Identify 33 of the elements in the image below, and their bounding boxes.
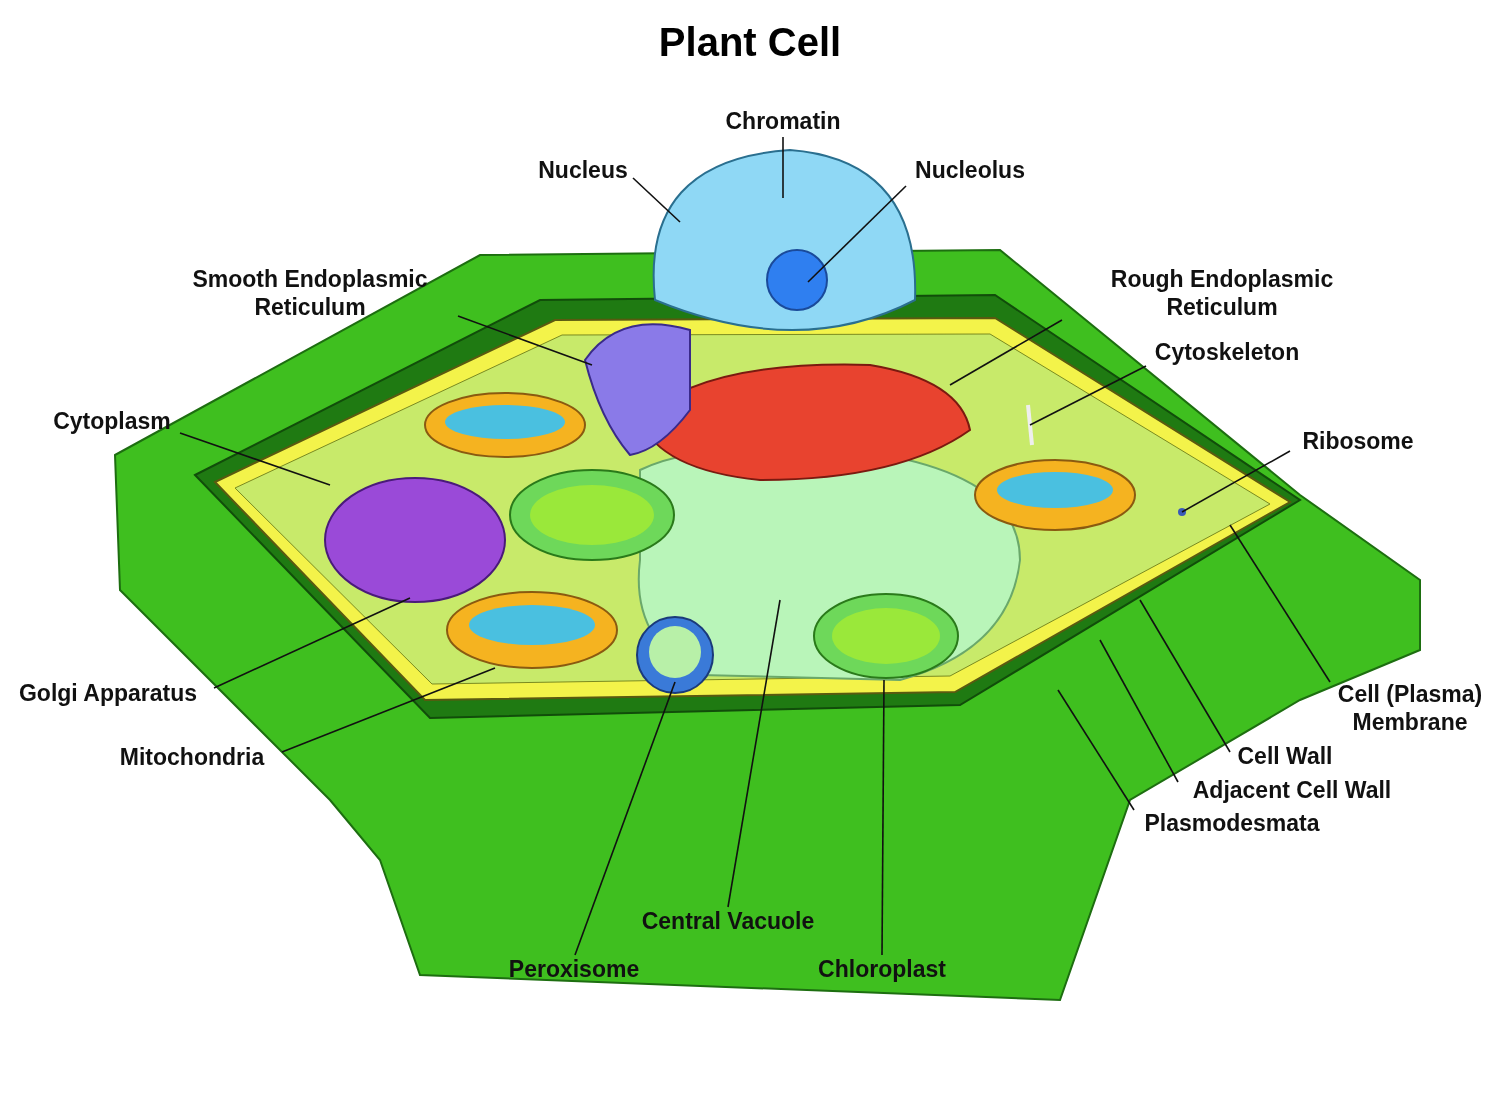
leader-line	[1229, 524, 1331, 683]
part-label: Nucleolus	[900, 156, 1040, 184]
part-label: Central Vacuole	[623, 907, 833, 935]
leader-line	[1181, 450, 1291, 513]
leader-line	[574, 681, 676, 956]
leader-line	[1099, 639, 1179, 783]
part-label: Nucleus	[523, 156, 643, 184]
part-label: Cytoplasm	[37, 407, 187, 435]
part-label: Cell Wall	[1225, 742, 1345, 770]
leader-line	[213, 597, 411, 689]
part-label: Golgi Apparatus	[3, 679, 213, 707]
leader-line	[179, 432, 331, 486]
leader-line	[782, 136, 784, 199]
part-label: Rough Endoplasmic Reticulum	[1072, 265, 1372, 321]
title: Plant Cell	[657, 19, 843, 66]
part-label: Plasmodesmata	[1132, 809, 1332, 837]
leader-line	[281, 667, 496, 753]
part-label: Ribosome	[1288, 427, 1428, 455]
part-label: Smooth Endoplasmic Reticulum	[160, 265, 460, 321]
leader-line	[457, 315, 593, 366]
part-label: Peroxisome	[494, 955, 654, 983]
leader-line	[632, 177, 681, 223]
part-label: Chromatin	[703, 107, 863, 135]
part-label: Adjacent Cell Wall	[1172, 776, 1412, 804]
part-label: Mitochondria	[102, 743, 282, 771]
part-label: Cytoskeleton	[1142, 338, 1312, 366]
part-label: Cell (Plasma) Membrane	[1325, 680, 1495, 736]
leader-line	[1139, 599, 1231, 753]
leader-line	[881, 679, 885, 956]
part-label: Chloroplast	[802, 955, 962, 983]
leader-line	[1029, 365, 1147, 426]
leader-line	[727, 599, 781, 908]
leader-line	[1057, 689, 1135, 811]
